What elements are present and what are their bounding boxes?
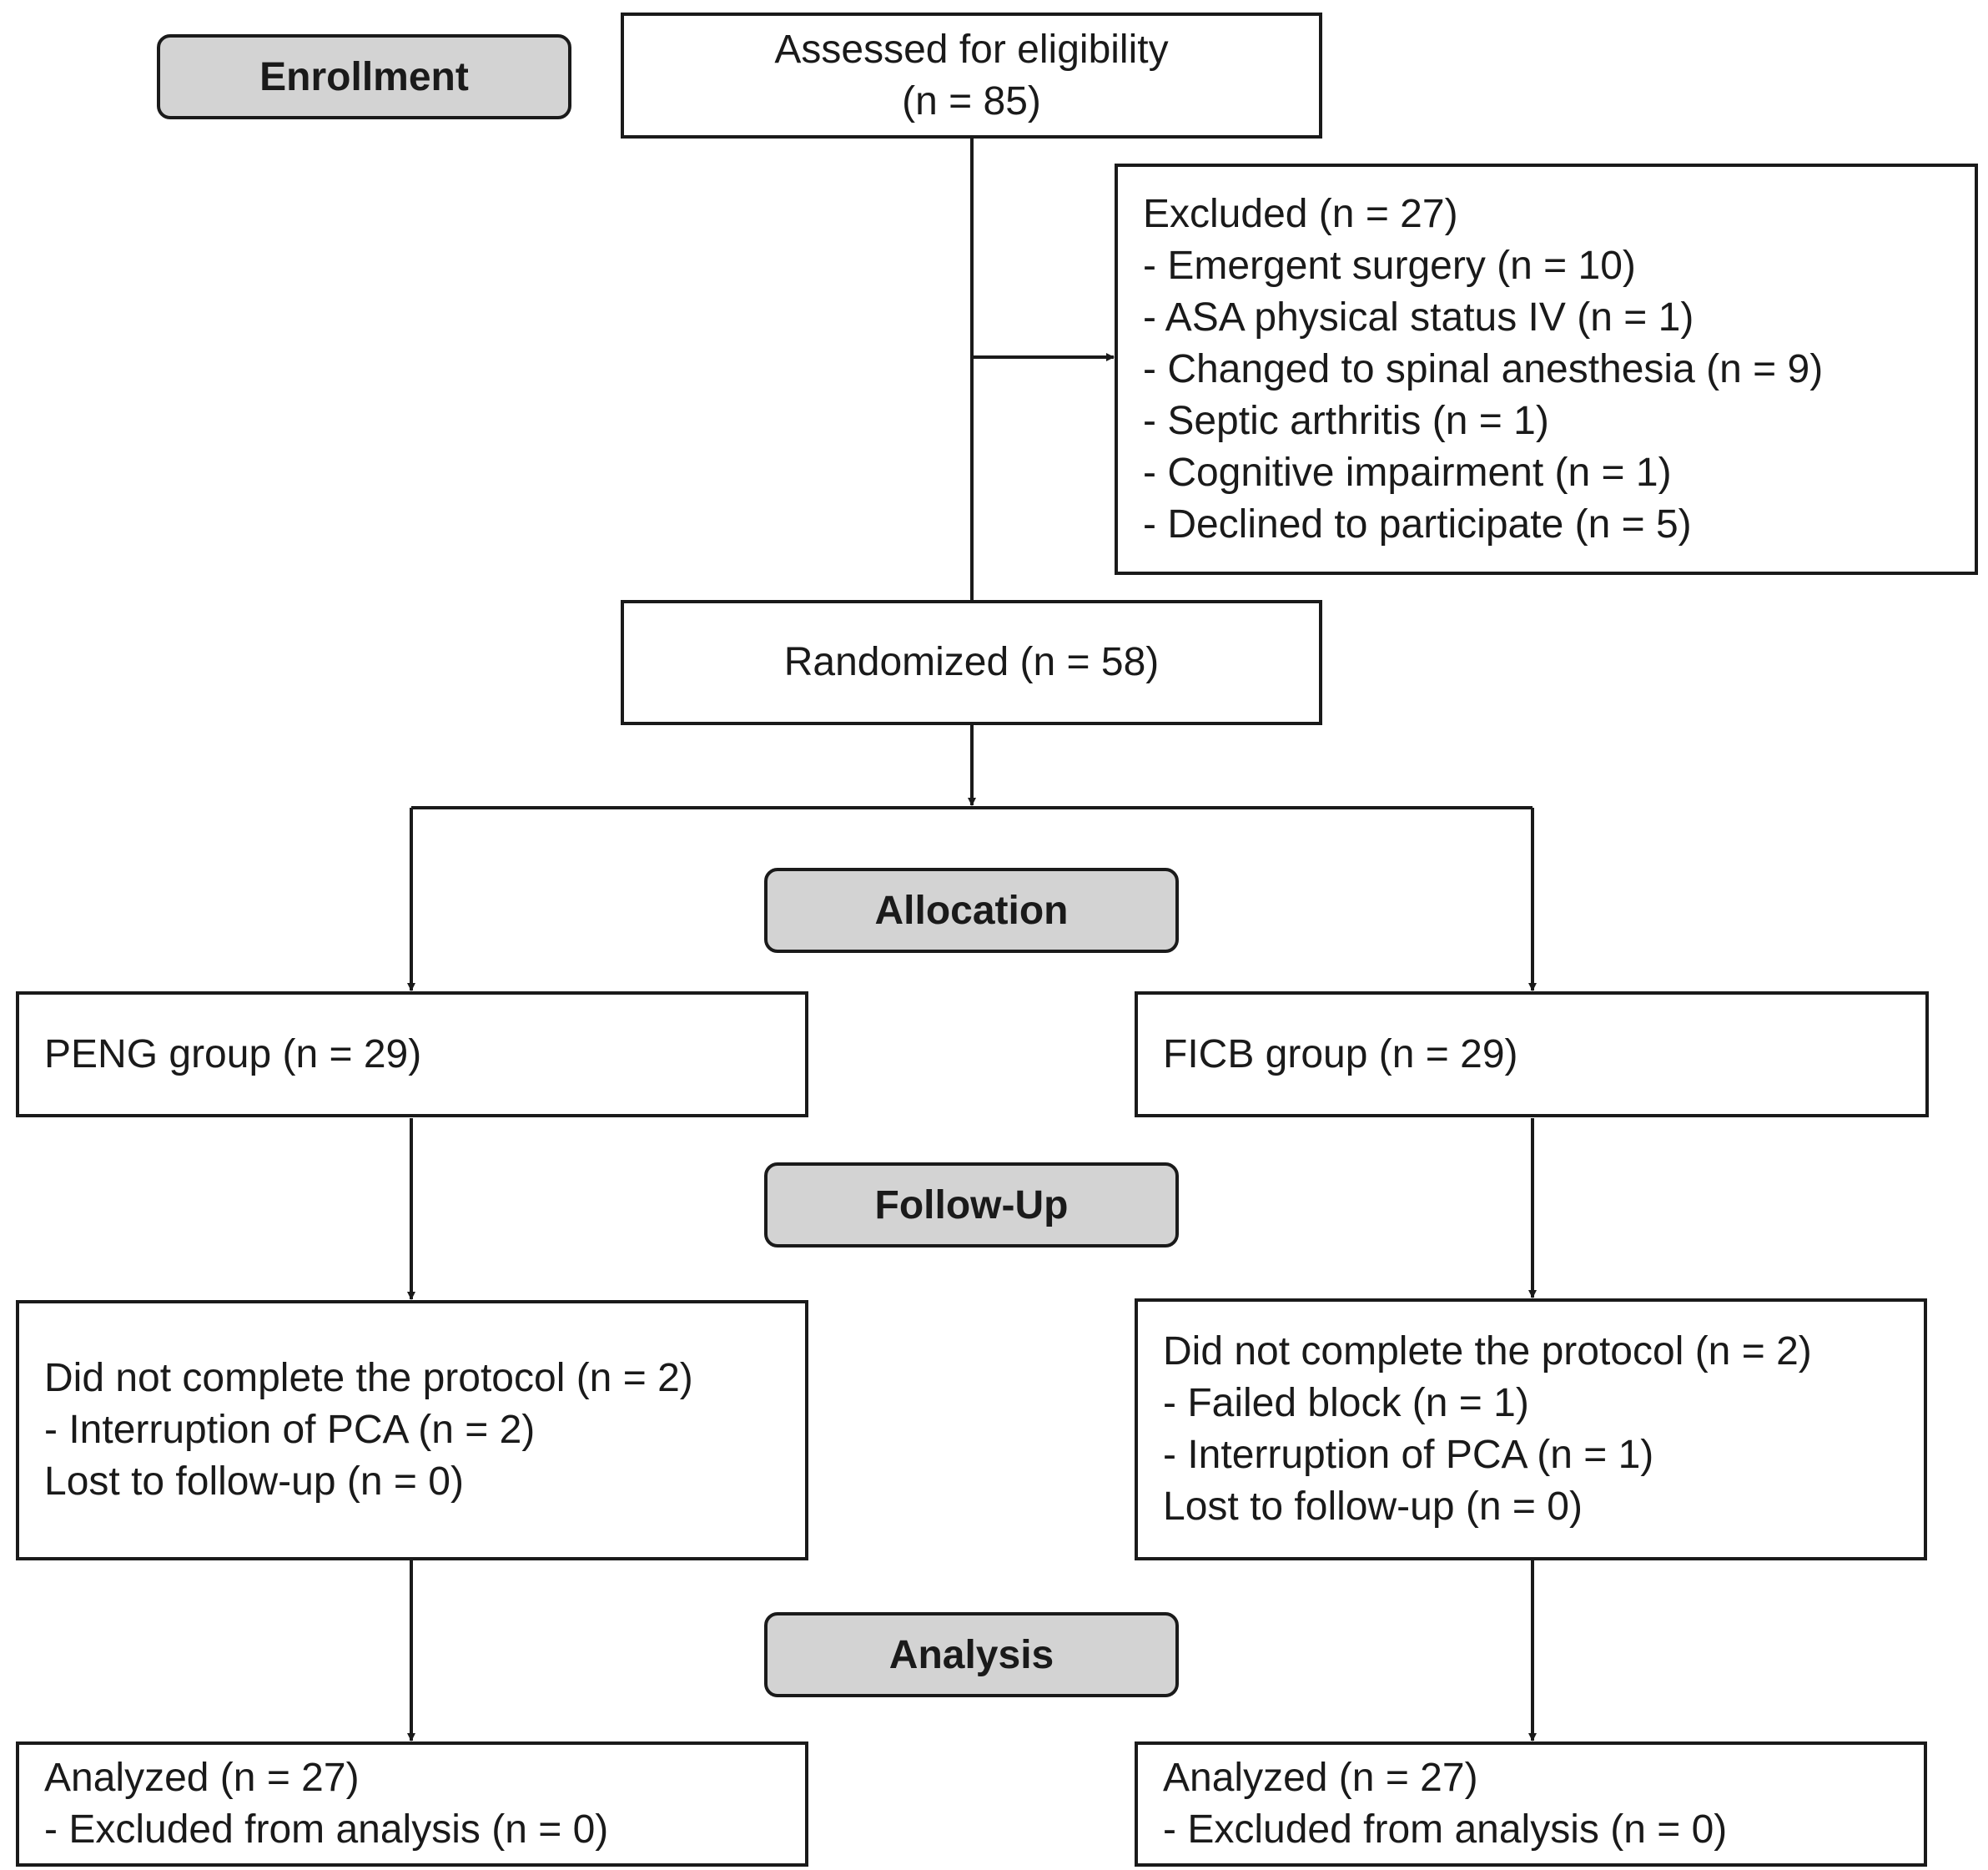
- ficb-followup-line: Lost to follow-up (n = 0): [1163, 1484, 1583, 1529]
- peng-group-label: PENG group (n = 29): [44, 1031, 422, 1076]
- peng-group-box: PENG group (n = 29): [16, 991, 808, 1117]
- peng-analysis-line: Analyzed (n = 27): [44, 1756, 360, 1800]
- stage-allocation: Allocation: [764, 868, 1179, 953]
- ficb-analysis-line: Analyzed (n = 27): [1163, 1756, 1478, 1800]
- stage-enrollment: Enrollment: [157, 34, 571, 119]
- randomized-label: Randomized (n = 58): [783, 640, 1160, 684]
- stage-label: Follow-Up: [874, 1182, 1069, 1227]
- excluded-box: Excluded (n = 27) - Emergent surgery (n …: [1115, 164, 1978, 575]
- excluded-item: - Septic arthritis (n = 1): [1143, 398, 1549, 443]
- stage-label: Analysis: [888, 1632, 1054, 1677]
- ficb-group-label: FICB group (n = 29): [1163, 1031, 1518, 1076]
- peng-analysis-line: - Excluded from analysis (n = 0): [44, 1807, 609, 1852]
- excluded-item: - Cognitive impairment (n = 1): [1143, 450, 1672, 495]
- assessed-count: (n = 85): [902, 78, 1041, 123]
- randomized-box: Randomized (n = 58): [621, 600, 1322, 725]
- peng-followup-box: Did not complete the protocol (n = 2) - …: [16, 1300, 808, 1560]
- peng-followup-line: Lost to follow-up (n = 0): [44, 1459, 464, 1504]
- stage-analysis: Analysis: [764, 1612, 1179, 1697]
- ficb-followup-box: Did not complete the protocol (n = 2) - …: [1135, 1298, 1927, 1560]
- ficb-analysis-line: - Excluded from analysis (n = 0): [1163, 1807, 1728, 1852]
- peng-followup-line: - Interruption of PCA (n = 2): [44, 1408, 536, 1452]
- excluded-item: - Emergent surgery (n = 10): [1143, 243, 1636, 288]
- ficb-followup-line: Did not complete the protocol (n = 2): [1163, 1329, 1812, 1374]
- ficb-followup-line: - Interruption of PCA (n = 1): [1163, 1433, 1654, 1477]
- stage-follow-up: Follow-Up: [764, 1162, 1179, 1248]
- excluded-title: Excluded (n = 27): [1143, 191, 1458, 236]
- peng-followup-line: Did not complete the protocol (n = 2): [44, 1356, 693, 1400]
- assessed-box: Assessed for eligibility (n = 85): [621, 13, 1322, 139]
- excluded-item: - Declined to participate (n = 5): [1143, 502, 1692, 547]
- excluded-item: - ASA physical status IV (n = 1): [1143, 295, 1694, 340]
- ficb-followup-line: - Failed block (n = 1): [1163, 1381, 1529, 1425]
- peng-analysis-box: Analyzed (n = 27) - Excluded from analys…: [16, 1741, 808, 1867]
- assessed-label: Assessed for eligibility: [774, 27, 1169, 72]
- ficb-analysis-box: Analyzed (n = 27) - Excluded from analys…: [1135, 1741, 1927, 1867]
- ficb-group-box: FICB group (n = 29): [1135, 991, 1929, 1117]
- stage-label: Enrollment: [259, 54, 469, 99]
- excluded-item: - Changed to spinal anesthesia (n = 9): [1143, 346, 1824, 391]
- stage-label: Allocation: [874, 888, 1069, 933]
